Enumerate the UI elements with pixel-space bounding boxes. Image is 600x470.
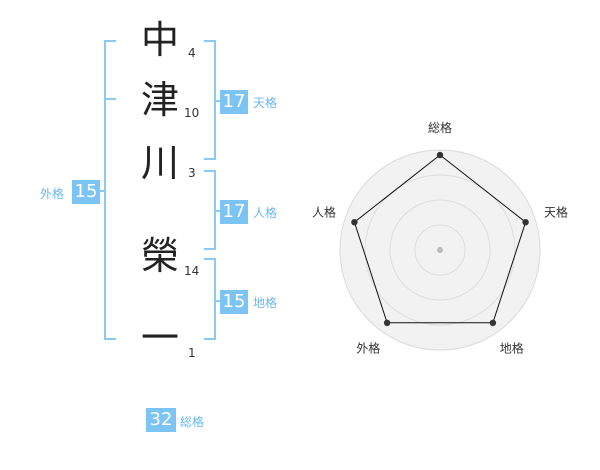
radar-axis-label: 外格 (356, 341, 380, 356)
stroke-count-5: 1 (188, 346, 196, 360)
jinkaku-stem (214, 210, 222, 212)
name-char-5: 一 (140, 316, 179, 360)
radar-axis-label: 総格 (428, 120, 452, 135)
radar-point-3 (489, 319, 497, 327)
soukaku-label: 総格 (180, 415, 205, 429)
stroke-count-3: 3 (188, 166, 196, 180)
tenkaku-label: 天格 (253, 96, 278, 110)
radar-point-1 (436, 151, 444, 159)
radar-series-polygon (353, 154, 527, 324)
chikaku-bracket (204, 258, 216, 340)
gaikaku-tick (104, 98, 116, 100)
radar-grid-ring (339, 149, 541, 351)
chikaku-stem (214, 300, 222, 302)
name-char-2: 津 (140, 78, 179, 122)
radar-axis-label: 天格 (544, 204, 568, 219)
chikaku-label: 地格 (253, 296, 278, 310)
radar-grid-ring (389, 199, 491, 301)
gaikaku-badge: 15 (72, 180, 100, 204)
radar-axis-label: 地格 (500, 341, 524, 356)
radar-grid-ring (364, 174, 516, 326)
radar-point-4 (383, 319, 391, 327)
tenkaku-badge: 17 (220, 90, 248, 114)
radar-grid-ring (414, 224, 466, 276)
name-char-4: 榮 (140, 234, 179, 278)
name-char-1: 中 (140, 18, 179, 62)
chikaku-badge: 15 (220, 290, 248, 314)
stroke-count-4: 14 (184, 264, 200, 278)
radar-point-5 (351, 218, 358, 226)
name-char-3: 川 (140, 141, 179, 185)
tenkaku-stem (214, 100, 222, 102)
jinkaku-label: 人格 (253, 206, 278, 220)
gaikaku-label: 外格 (40, 187, 65, 201)
soukaku-badge: 32 (146, 408, 176, 432)
stroke-count-2: 10 (184, 106, 200, 120)
radar-center-dot (437, 247, 443, 253)
radar-point-2 (522, 218, 529, 226)
stroke-count-1: 4 (188, 46, 196, 60)
jinkaku-badge: 17 (220, 200, 248, 224)
radar-axis-label: 人格 (312, 204, 336, 219)
gaikaku-stem (98, 190, 106, 192)
